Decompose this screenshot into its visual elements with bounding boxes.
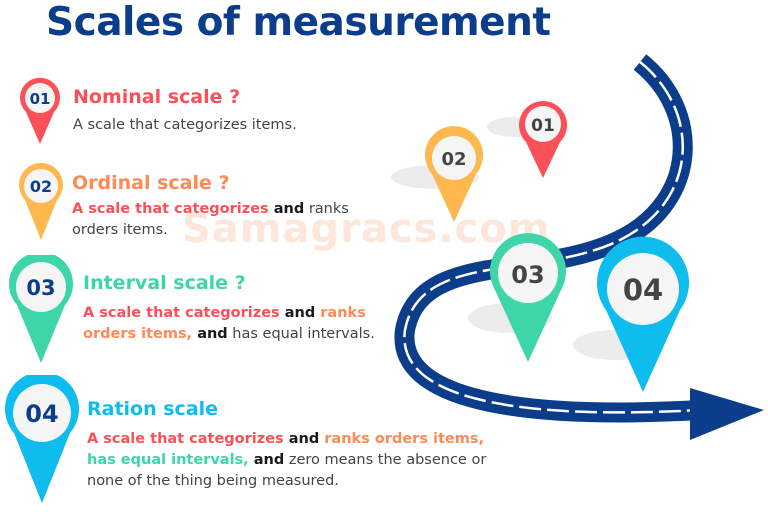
pin-icon-04: 04 xyxy=(5,375,79,503)
item-desc-interval: A scale that categorizes and ranks order… xyxy=(83,305,375,342)
item-title-nominal: Nominal scale ? xyxy=(73,86,241,108)
arrow-head-icon xyxy=(690,388,764,440)
pin-icon-02: 02 xyxy=(19,162,63,240)
item-title-interval: Interval scale ? xyxy=(83,272,246,294)
page-title: Scales of measurement xyxy=(46,0,551,45)
svg-text:02: 02 xyxy=(30,177,52,196)
svg-text:04: 04 xyxy=(623,273,663,307)
watermark: Samagracs.com xyxy=(182,206,551,252)
road-pin-04: 04 xyxy=(597,236,689,392)
road-pin-02: 02 xyxy=(425,126,483,222)
road-pins-group: 01 02 03 04 xyxy=(391,101,689,392)
item-title-ratio: Ration scale xyxy=(87,398,219,420)
svg-text:03: 03 xyxy=(511,261,544,289)
road-pin-03: 03 xyxy=(490,233,566,362)
item-desc-ratio: A scale that categorizes and ranks order… xyxy=(87,431,487,489)
item-title-ordinal: Ordinal scale ? xyxy=(72,172,230,194)
road-pin-01: 01 xyxy=(519,101,567,178)
svg-text:01: 01 xyxy=(30,90,51,108)
item-desc-ordinal: A scale that categorizes and ranks order… xyxy=(72,201,349,238)
svg-text:04: 04 xyxy=(25,400,58,428)
svg-text:02: 02 xyxy=(441,149,466,170)
pin-icon-03: 03 xyxy=(9,255,73,363)
pin-icon-01: 01 xyxy=(20,77,60,144)
item-desc-nominal: A scale that categorizes items. xyxy=(73,117,297,133)
svg-text:01: 01 xyxy=(531,116,555,136)
svg-text:03: 03 xyxy=(26,276,55,300)
